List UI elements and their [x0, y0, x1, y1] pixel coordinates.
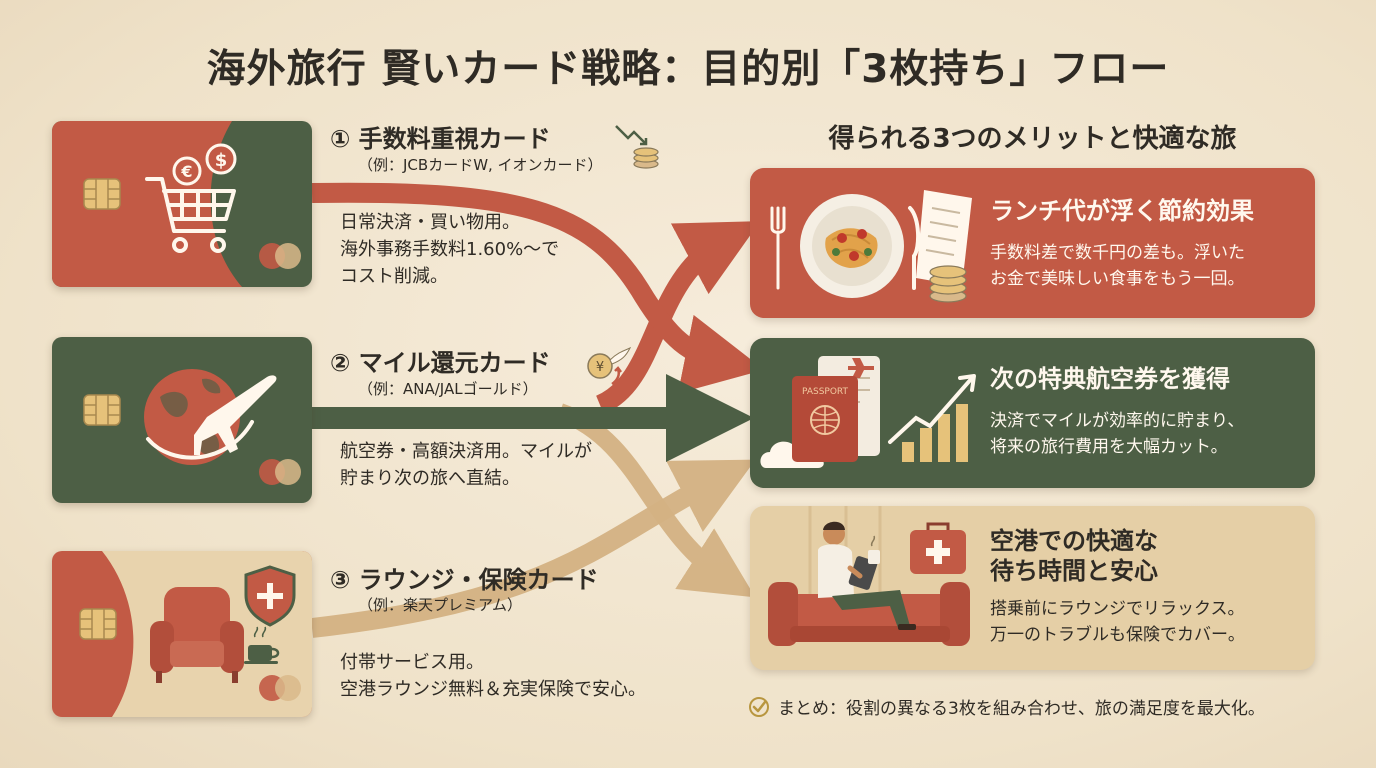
coffee-cup-icon	[244, 626, 280, 664]
benefit-savings: ランチ代が浮く節約効果 手数料差で数千円の差も。浮いた お金で美味しい食事をもう…	[750, 168, 1315, 318]
first-aid-kit-icon	[910, 522, 966, 574]
card-brand-icon	[259, 675, 301, 701]
coin-icons	[172, 143, 237, 186]
check-circle-icon	[749, 696, 769, 717]
summary: まとめ：役割の異なる3枚を組み合わせ、旅の満足度を最大化。	[748, 694, 1265, 719]
summary-text: まとめ：役割の異なる3枚を組み合わせ、旅の満足度を最大化。	[778, 699, 1265, 719]
benefit-1-title: ランチ代が浮く節約効果	[990, 197, 1254, 225]
pasta-plate-icon	[770, 190, 972, 303]
fork-icon	[770, 206, 786, 290]
card-brand-icon	[259, 243, 301, 269]
passport-ticket-chart-icon: PASSPORT	[760, 356, 976, 468]
card-2-description: 航空券・高額決済用。マイルが 貯まり次の旅へ直結。	[340, 441, 592, 489]
benefit-2-title: 次の特典航空券を獲得	[990, 365, 1230, 393]
arrow-fee-to-miles-panel	[311, 182, 765, 394]
coffee-cup-icon	[868, 535, 880, 564]
shopping-cart-icon	[145, 177, 236, 253]
passport-icon	[792, 376, 858, 462]
benefits-title: 得られる3つのメリットと快適な旅	[828, 124, 1237, 154]
card-2-heading: ② マイル還元カード	[330, 349, 551, 377]
card-1-description: 日常決済・買い物用。 海外事務手数料1.60%～で コスト削減。	[340, 212, 560, 287]
passport-label: PASSPORT	[802, 387, 849, 397]
benefit-award-flight: PASSPORT 次の特典航空券を獲得 決済でマイルが効率的に貯まり、 将来の旅…	[750, 338, 1315, 488]
winged-coin-icon: ¥	[587, 346, 632, 386]
card-1-example: （例：JCBカードW, イオンカード）	[358, 156, 603, 174]
knife-icon	[908, 206, 921, 290]
globe-airplane-icon	[144, 369, 277, 465]
benefit-airport-comfort: 空港での快適な 待ち時間と安心 搭乗前にラウンジでリラックス。 万一のトラブルも…	[750, 506, 1315, 670]
chip-icon	[83, 394, 121, 426]
fee-down-coins-icon	[615, 125, 659, 169]
chip-icon	[79, 608, 117, 640]
svg-text:$: $	[215, 150, 228, 171]
card-fee: € $	[52, 121, 312, 287]
shield-icon	[244, 565, 296, 627]
benefit-2-text: 決済でマイルが効率的に貯まり、 将来の旅行費用を大幅カット。	[990, 411, 1245, 457]
page-title: 海外旅行 賢いカード戦略：目的別「3枚持ち」フロー	[206, 47, 1170, 92]
benefit-1-text: 手数料差で数千円の差も。浮いた お金で美味しい食事をもう一回。	[990, 243, 1245, 289]
rising-chart-icon	[888, 374, 976, 462]
chip-icon	[83, 178, 121, 210]
benefit-3-text: 搭乗前にラウンジでリラックス。 万一のトラブルも保険でカバー。	[990, 599, 1245, 645]
receipt-icon	[916, 190, 972, 286]
arrow-lounge-to-comfort	[310, 459, 756, 638]
card-lounge	[52, 551, 312, 717]
card-brand-icon	[259, 459, 301, 485]
svg-text:€: €	[180, 162, 192, 181]
card-3-heading: ③ ラウンジ・保険カード	[330, 566, 599, 594]
sofa-icon	[768, 582, 970, 646]
card-3-description: 付帯サービス用。 空港ラウンジ無料＆充実保険で安心。	[340, 652, 646, 700]
lounge-relax-icon	[768, 506, 970, 646]
benefit-3-title: 空港での快適な 待ち時間と安心	[990, 527, 1158, 585]
card-3-example: （例：楽天プレミアム）	[358, 596, 522, 614]
card-1-heading: ① 手数料重視カード	[330, 125, 551, 153]
coin-stack-icon	[929, 265, 967, 303]
person-reading-icon	[818, 521, 916, 630]
card-miles	[52, 337, 312, 503]
svg-text:¥: ¥	[596, 360, 604, 375]
card-2-example: （例：ANA/JALゴールド）	[358, 380, 538, 398]
armchair-icon	[150, 587, 244, 683]
